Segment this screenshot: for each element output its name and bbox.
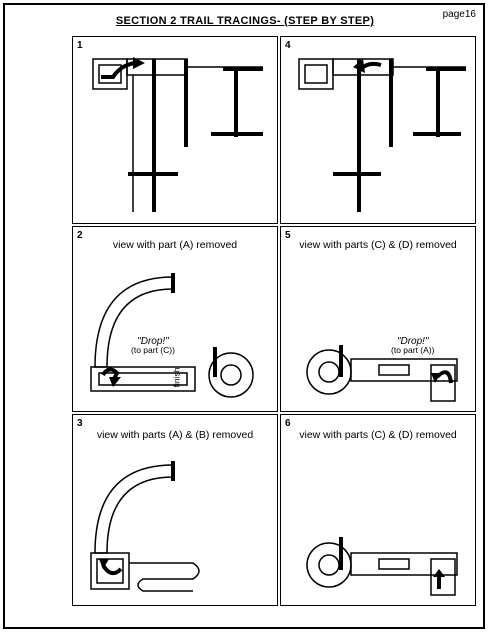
step-number: 1 (77, 40, 83, 51)
page-number: page16 (442, 9, 476, 20)
panel-step-3: 3 view with parts (A) & (B) removed (72, 414, 278, 606)
page-title: SECTION 2 TRAIL TRACINGS- (STEP BY STEP) (115, 15, 375, 27)
panel-step-5: 5 view with parts (C) & (D) removed "Dro… (280, 226, 476, 412)
panel-step-6: 6 view with parts (C) & (D) removed (280, 414, 476, 606)
drop-label: "Drop!"(to part (A)) (391, 336, 435, 355)
trail-diagram (90, 273, 254, 398)
panel-step-4: 4 (280, 36, 476, 224)
step-number: 4 (285, 40, 291, 51)
panel-caption: view with parts (C) & (D) removed (299, 429, 457, 441)
panel-caption: view with parts (C) & (D) removed (299, 239, 457, 251)
trail-diagram (92, 57, 263, 212)
trail-diagram (306, 537, 458, 596)
trail-diagram (90, 461, 200, 592)
step-number: 3 (77, 418, 83, 429)
panel-caption: view with parts (A) & (B) removed (96, 429, 254, 441)
panel-step-1: 1 (72, 36, 278, 224)
page-border (3, 3, 485, 629)
drop-label: "Drop!"(to part (C)) (131, 336, 175, 355)
step-number: 5 (285, 230, 291, 241)
panel-caption: view with part (A) removed (112, 239, 238, 251)
trail-diagram (298, 58, 466, 212)
step-number: 2 (77, 230, 83, 241)
step-number: 6 (285, 418, 291, 429)
trail-diagram (306, 345, 458, 402)
panel-step-2: 2 view with part (A) removed "Drop!"(to … (72, 226, 278, 412)
